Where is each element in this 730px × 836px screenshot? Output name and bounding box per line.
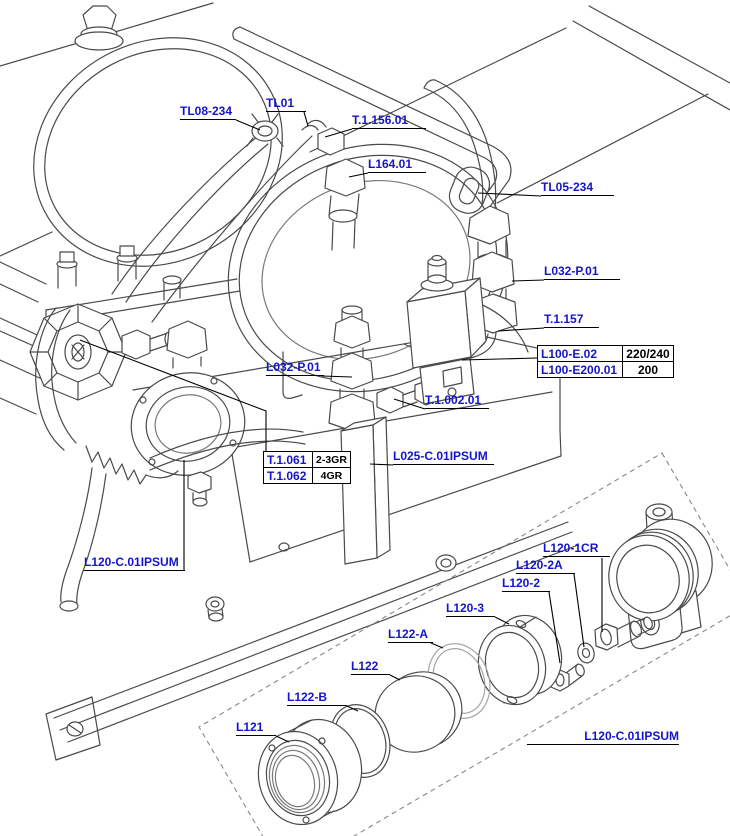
part-label-l122-b: L122-B [287,690,347,706]
table-row: L100-E.02 220/240 [537,345,674,362]
left-boiler [0,2,283,303]
ring-nut-l121 [257,718,363,826]
group-size-value: 2-3GR [312,451,351,468]
machine-linework [0,2,730,761]
voltage-table: L100-E.02 220/240 L100-E200.01 200 [537,345,674,378]
pipe-tl05 [423,79,497,209]
spring-hose [85,445,147,485]
part-number: T.1.061 [267,452,307,468]
part-label-l120-3: L120-3 [446,601,495,617]
part-label-l122: L122 [351,659,390,675]
part-label-l032-p01-left: L032-P.01 [266,360,324,376]
part-number: T.1.062 [267,468,307,484]
group-size-value: 4GR [312,467,351,484]
wire [151,135,313,323]
part-label-t1-002-01: T.1.002.01 [425,393,489,409]
part-number: L100-E200.01 [541,362,618,378]
solenoid-valve [406,254,487,405]
leader-lines [79,111,603,743]
part-label-l120-c01-left: L120-C.01IPSUM [84,555,185,571]
part-number: L100-E.02 [541,346,598,362]
part-label-tl05-234: TL05-234 [541,180,614,196]
part-label-tl01: TL01 [266,96,306,112]
washer-l120-2a [577,642,595,664]
part-label-l120-1cr: L120-1CR [543,541,610,557]
group-head-body [608,503,713,650]
exploded-parts [257,503,713,826]
table-row: T.1.061 2-3GR [263,451,351,468]
part-label-l120-c01-bottom: L120-C.01IPSUM [527,729,679,745]
group-size-table: T.1.061 2-3GR T.1.062 4GR [263,451,351,484]
part-label-l032-p01-right: L032-P.01 [544,264,620,280]
voltage-value: 200 [622,361,674,378]
part-label-t1-157: T.1.157 [544,312,599,328]
voltage-value: 220/240 [622,345,674,362]
fitting-l164 [324,158,366,251]
part-label-l025-c01: L025-C.01IPSUM [393,449,494,465]
part-label-l122-a: L122-A [388,627,433,643]
fitting-l120-1cr [594,616,653,651]
exploded-view-boundary [198,452,730,836]
part-label-l121: L121 [236,720,276,736]
table-row: L100-E200.01 200 [537,361,674,378]
fitting-tl01-t1156 [301,119,345,156]
part-label-l120-2: L120-2 [502,576,550,592]
fitting-l032-left [328,305,376,432]
part-label-l120-2a: L120-2A [516,558,575,574]
wire [111,135,259,295]
wire [125,143,269,303]
block-l025 [340,416,391,565]
table-row: T.1.062 4GR [263,467,351,484]
nut-tl08 [246,113,284,147]
valve-assembly [29,245,306,612]
ring-l120-3 [477,614,563,706]
part-label-t1-156-01: T.1.156.01 [352,113,426,129]
part-label-tl08-234: TL08-234 [180,104,236,120]
part-label-l164-01: L164.01 [368,157,426,173]
